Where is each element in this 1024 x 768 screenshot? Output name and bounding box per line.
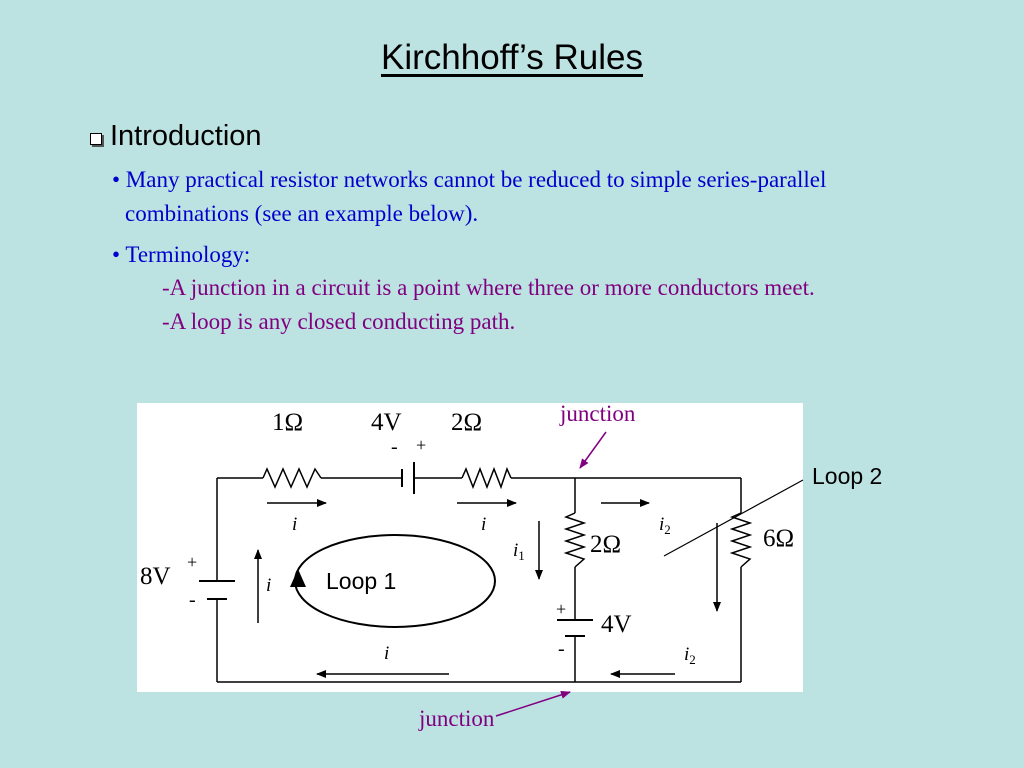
current-i-top-middle: i xyxy=(481,514,486,535)
current-i2-top-label: i2 xyxy=(659,514,671,537)
junction-label-top: junction xyxy=(560,401,636,426)
circuit-svg: 1Ω 4V 2Ω - + 8V + - 2Ω 6Ω 4V + - Loop 1 … xyxy=(140,409,794,683)
current-i2-bottom-label: i2 xyxy=(684,644,696,667)
label-4v-top-minus: - xyxy=(391,436,398,458)
loop1-label: Loop 1 xyxy=(326,568,396,594)
label-6ohm: 6Ω xyxy=(763,525,794,552)
definition-loop: -A loop is any closed conducting path. xyxy=(162,309,516,334)
label-8v-plus: + xyxy=(187,552,197,572)
label-4v-mid-minus: - xyxy=(558,638,565,660)
loop1-arrowhead-icon xyxy=(290,569,306,587)
bullet-terminology: • Terminology: xyxy=(112,242,251,267)
resistor-6ohm xyxy=(729,512,753,568)
slide-title: Kirchhoff’s Rules xyxy=(381,38,643,77)
bullet-networks: • Many practical resistor networks canno… xyxy=(112,163,1012,231)
definition-junction: -A junction in a circuit is a point wher… xyxy=(162,275,815,300)
label-8v-minus: - xyxy=(189,589,196,611)
current-i1-label: i1 xyxy=(513,540,525,563)
label-2ohm-mid: 2Ω xyxy=(590,531,621,558)
bullet-networks-line1: • Many practical resistor networks canno… xyxy=(112,167,827,192)
bullet-networks-line2: combinations (see an example below). xyxy=(125,201,479,226)
current-i-left: i xyxy=(266,575,271,596)
label-4v-mid-plus: + xyxy=(556,599,566,619)
intro-heading-text: Introduction xyxy=(110,120,262,152)
junction-label-bottom: junction xyxy=(419,706,495,731)
circuit-diagram: 1Ω 4V 2Ω - + 8V + - 2Ω 6Ω 4V + - Loop 1 … xyxy=(137,403,803,692)
label-4v-mid: 4V xyxy=(601,611,632,638)
current-i-bottom: i xyxy=(384,643,389,664)
current-i-top-left: i xyxy=(292,514,297,535)
junction-bottom-pointer xyxy=(495,690,571,717)
label-1ohm: 1Ω xyxy=(272,409,303,436)
intro-heading: Introduction xyxy=(90,120,262,153)
resistor-2ohm-mid xyxy=(563,512,587,568)
label-4v-top-plus: + xyxy=(416,435,426,455)
resistor-2ohm-top xyxy=(461,466,512,490)
checkbox-bullet-icon xyxy=(90,132,102,145)
resistor-1ohm xyxy=(262,467,322,489)
label-2ohm-top: 2Ω xyxy=(451,409,482,436)
label-4v-top: 4V xyxy=(371,409,402,436)
loop2-label: Loop 2 xyxy=(812,463,883,489)
label-8v: 8V xyxy=(140,563,171,590)
